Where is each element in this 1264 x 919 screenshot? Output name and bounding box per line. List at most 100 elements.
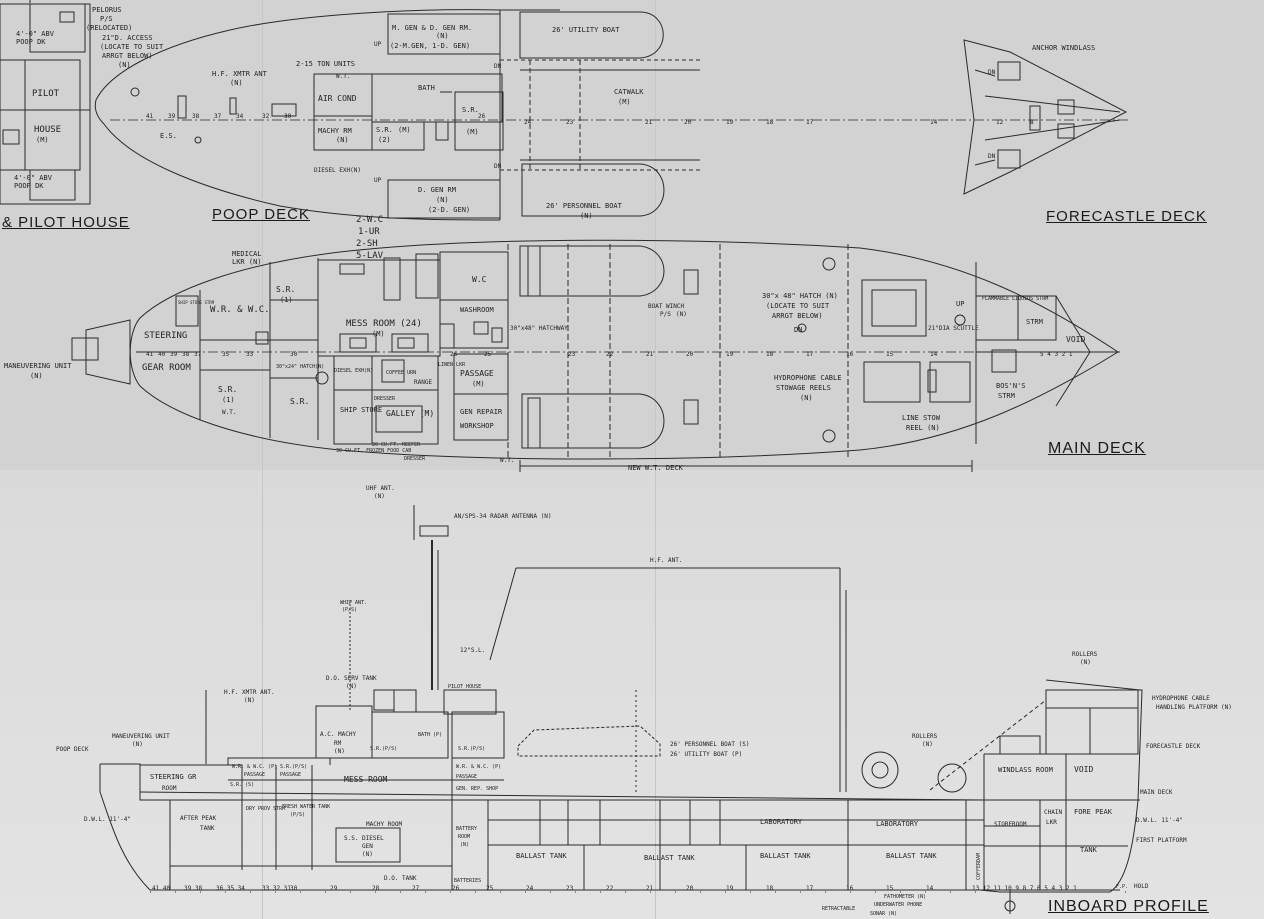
- svg-text:40: 40: [158, 351, 166, 358]
- svg-text:5 4 3 2 1: 5 4 3 2 1: [1040, 351, 1073, 358]
- poop-deck-plan: [94, 9, 1130, 221]
- gear-room-label: GEAR ROOM: [142, 363, 191, 373]
- battery-room-label: ROOM: [458, 834, 470, 840]
- utility-boat-label: 26' UTILITY BOAT: [552, 26, 620, 34]
- reefer-label: 20 CU.FT. REEFER: [372, 442, 421, 448]
- abv-lower-label: 4'-0" ABV: [14, 174, 53, 182]
- svg-text:20: 20: [686, 885, 694, 892]
- sr-ps-label: S.R.(P/S): [280, 764, 307, 770]
- chain-label: CHAIN: [1044, 809, 1062, 816]
- sr-label-1b: (2): [378, 136, 391, 144]
- main-wt-label-2: W.T.: [500, 457, 514, 464]
- svg-text:18: 18: [766, 119, 774, 126]
- after-peak-label: AFTER PEAK: [180, 815, 217, 822]
- pilot-house-plan: [0, 0, 91, 205]
- sheet-fold-line: [262, 0, 263, 919]
- svg-text:39 38: 39 38: [184, 885, 202, 892]
- svg-text:33 32 31: 33 32 31: [262, 885, 291, 892]
- anchor-windlass-label: ANCHOR WINDLASS: [1032, 44, 1095, 52]
- house-m-label: (M): [36, 136, 49, 144]
- lav-count-label: 5-LAV: [356, 251, 384, 261]
- battery-label: BATTERY: [456, 826, 477, 832]
- mess-room-m-label: (M): [372, 330, 385, 338]
- abv-lower-label-2: POOP DK: [14, 182, 44, 190]
- sr-label-1c: (M): [398, 126, 411, 134]
- steering-gr-label: STEERING GR: [150, 773, 197, 781]
- inboard-profile-title: INBOARD PROFILE: [1048, 898, 1209, 915]
- pelorus-relocated-label: (RELOCATED): [86, 24, 132, 32]
- svg-text:39: 39: [170, 351, 178, 358]
- fp-label: F.P.: [1116, 884, 1128, 890]
- passage-m-label: (M): [472, 380, 485, 388]
- personnel-boat-n-label: (N): [580, 212, 593, 220]
- es-label: E.S.: [160, 132, 177, 140]
- whip-ant-label: WHIP ANT.: [340, 600, 367, 606]
- forecastle-dn-label-2: DN: [988, 153, 996, 160]
- access-label-2: (LOCATE TO SUIT: [100, 43, 164, 51]
- hold-label: HOLD: [1134, 883, 1149, 890]
- batteries-label: BATTERIES: [454, 878, 481, 884]
- svg-text:24: 24: [524, 119, 532, 126]
- machy-rm-n-label: (N): [336, 136, 349, 144]
- svg-text:37: 37: [194, 351, 202, 358]
- svg-text:20: 20: [686, 351, 694, 358]
- medical-label: MEDICAL: [232, 250, 262, 258]
- access-label-4: (N): [118, 61, 131, 69]
- rollers-top-label: ROLLERS: [1072, 651, 1098, 658]
- svg-text:41: 41: [146, 351, 154, 358]
- svg-text:18: 18: [766, 351, 774, 358]
- pilot-house-labels: PELORUS P/S (RELOCATED) 4'-0" ABV POOP D…: [14, 6, 132, 190]
- personnel-boat-label: 26' PERSONNEL BOAT: [546, 202, 623, 210]
- svg-text:32: 32: [262, 113, 270, 120]
- svg-text:26: 26: [450, 351, 458, 358]
- forecastle-deck-plan: [963, 39, 1128, 195]
- mess-room-label: MESS ROOM: [344, 775, 388, 784]
- svg-text:17: 17: [806, 885, 814, 892]
- poop-deck-title: POOP DECK: [212, 206, 310, 223]
- hf-xmtr-label-2: (N): [230, 79, 243, 87]
- svg-text:30: 30: [290, 885, 298, 892]
- pilot-house-label: PILOT HOUSE: [448, 684, 481, 690]
- whip-ant-ps-label: (P/S): [342, 607, 357, 613]
- new-wt-deck-label: NEW W.T. DECK: [628, 464, 684, 472]
- svg-text:16: 16: [846, 885, 854, 892]
- linen-label: LINEN LKR: [438, 362, 466, 368]
- ac-machy-label: A.C. MACHY: [320, 731, 357, 738]
- hf-xmtr-n-label: (N): [244, 697, 255, 704]
- rollers-top-n-label: (N): [1080, 659, 1091, 666]
- ac-machy-n-label: (N): [334, 748, 345, 755]
- passage-label-3: PASSAGE: [456, 774, 477, 780]
- do-serv-label: D.O. SERV TANK: [326, 675, 377, 682]
- svg-text:25: 25: [486, 885, 494, 892]
- machy-rm-label: MACHY RM: [318, 127, 352, 135]
- laboratory-label-1: LABORATORY: [760, 818, 803, 826]
- passage-label-2: PASSAGE: [280, 772, 301, 778]
- svg-text:41: 41: [146, 113, 154, 120]
- up-label: UP: [374, 41, 382, 48]
- gen-rep-label: GEN. REP. SHOP: [456, 786, 498, 792]
- svg-text:15: 15: [886, 351, 894, 358]
- wr-wc-label: W.R. & W.C.: [210, 305, 270, 315]
- hydrophone-label: HYDROPHONE CABLE: [774, 374, 841, 382]
- dry-prov-label: DRY PROV STRM: [246, 806, 285, 812]
- svg-text:24: 24: [526, 885, 534, 892]
- ballast-tank-label-3: BALLAST TANK: [760, 852, 811, 860]
- bosns-strm-label: STRM: [998, 392, 1015, 400]
- main-deck-plan: [71, 239, 1120, 472]
- svg-text:21: 21: [645, 119, 653, 126]
- sr-label-2b: (M): [466, 128, 479, 136]
- main-up-label: UP: [956, 300, 964, 308]
- wr-wc-label-2: W.R. & W.C. (P): [456, 764, 501, 770]
- forecastle-dn-label: DN: [988, 69, 996, 76]
- rollers-n-label: (N): [922, 741, 933, 748]
- sr-label-lower: S.R.: [218, 385, 237, 394]
- maneuvering-label: MANEUVERING UNIT: [4, 362, 72, 370]
- sr-label-2: S.R.: [462, 106, 479, 114]
- svg-text:17: 17: [806, 119, 814, 126]
- profile-void-label: VOID: [1074, 765, 1093, 774]
- access-label: 21"D. ACCESS: [102, 34, 153, 42]
- dn-label-2: DN: [494, 163, 502, 170]
- svg-text:28: 28: [372, 885, 380, 892]
- svg-text:34: 34: [236, 113, 244, 120]
